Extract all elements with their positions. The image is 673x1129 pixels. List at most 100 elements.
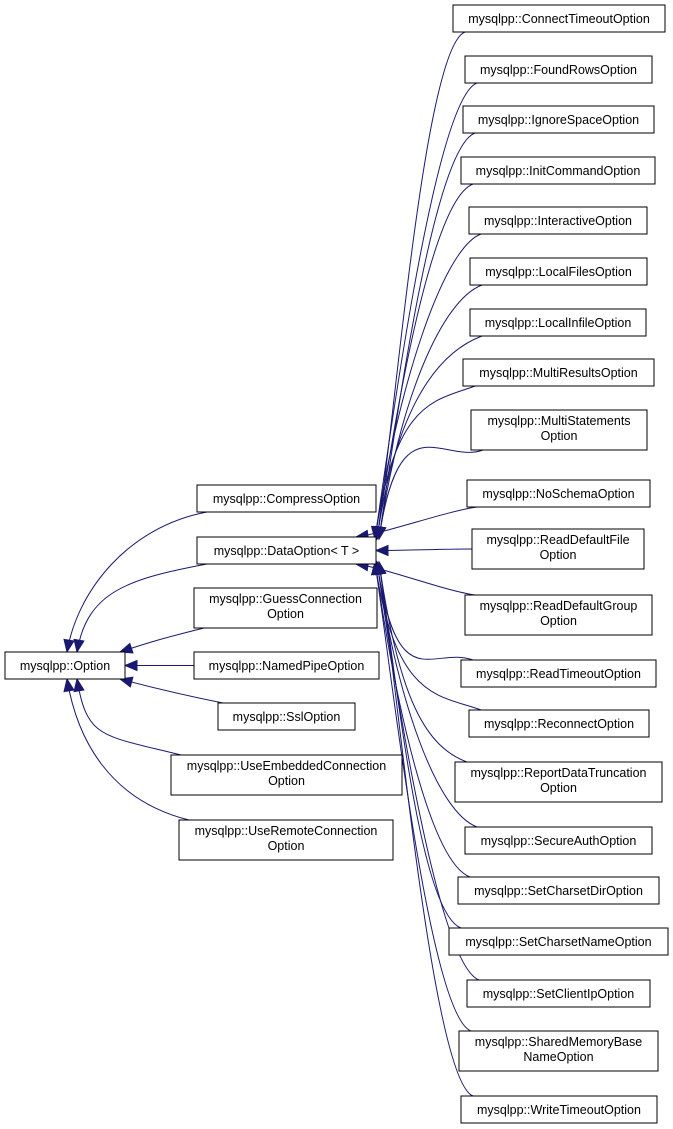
node-label: mysqlpp::SslOption [233, 710, 341, 724]
class-node-setcharsetname[interactable]: mysqlpp::SetCharsetNameOption [448, 927, 669, 956]
node-box [170, 754, 403, 796]
node-box [466, 479, 651, 508]
edge-line [119, 627, 205, 653]
node-box [464, 826, 653, 855]
class-node-reconnect[interactable]: mysqlpp::ReconnectOption [468, 709, 650, 738]
node-box [448, 927, 669, 956]
node-label: mysqlpp::CompressOption [213, 492, 360, 506]
node-label: mysqlpp::NoSchemaOption [482, 487, 634, 501]
class-node-noschema[interactable]: mysqlpp::NoSchemaOption [466, 479, 651, 508]
edge-line [374, 561, 472, 1032]
class-node-interactive[interactable]: mysqlpp::InteractiveOption [468, 206, 648, 235]
node-label: mysqlpp::ReportDataTruncation [470, 766, 646, 780]
class-node-setcharsetdir[interactable]: mysqlpp::SetCharsetDirOption [457, 876, 660, 905]
inheritance-edge-ignorespace-to-dataoption [375, 132, 476, 541]
inheritance-edge-useremote-to-option [63, 677, 190, 821]
inheritance-edge-reportdatatrunc-to-dataoption [375, 560, 468, 763]
node-box [466, 979, 651, 1008]
edge-line [378, 284, 483, 540]
class-node-compress[interactable]: mysqlpp::CompressOption [196, 484, 377, 513]
node-box [196, 536, 377, 565]
node-label: mysqlpp::ConnectTimeoutOption [468, 12, 650, 26]
node-label: mysqlpp::Option [20, 659, 110, 673]
edge-line [374, 385, 476, 540]
node-label: NameOption [523, 1050, 593, 1064]
inheritance-edge-ssl-to-option [118, 676, 224, 704]
node-box [464, 594, 653, 636]
edge-line [374, 561, 471, 878]
node-label: mysqlpp::NamedPipeOption [209, 659, 365, 673]
edge-line [376, 561, 480, 981]
node-box [452, 4, 666, 33]
node-box [460, 1095, 658, 1124]
edge-line [376, 31, 466, 540]
arrowhead-icon [63, 677, 75, 693]
edge-line [378, 561, 474, 1097]
class-node-writetimeout[interactable]: mysqlpp::WriteTimeoutOption [460, 1095, 658, 1124]
arrowhead-icon [375, 560, 387, 576]
node-label: mysqlpp::SecureAuthOption [481, 834, 637, 848]
class-node-foundrows[interactable]: mysqlpp::FoundRowsOption [464, 55, 653, 84]
class-node-namedpipe[interactable]: mysqlpp::NamedPipeOption [193, 651, 380, 680]
class-node-localinfile[interactable]: mysqlpp::LocalInfileOption [469, 308, 647, 337]
node-box [470, 409, 648, 451]
edge-line [374, 233, 482, 540]
node-box [458, 1030, 659, 1072]
node-label: mysqlpp::SetClientIpOption [483, 987, 635, 1001]
node-label: mysqlpp::ReconnectOption [484, 717, 634, 731]
node-box [193, 651, 380, 680]
edge-line [66, 511, 208, 653]
class-node-ignorespace[interactable]: mysqlpp::IgnoreSpaceOption [462, 105, 655, 134]
inheritance-edge-localfiles-to-dataoption [375, 284, 483, 541]
class-node-multiresults[interactable]: mysqlpp::MultiResultsOption [462, 358, 655, 387]
node-box [460, 156, 656, 185]
node-box [460, 659, 657, 688]
node-label: mysqlpp::ReadTimeoutOption [476, 667, 641, 681]
node-box [468, 206, 648, 235]
inheritance-edge-readdefaultfile-to-dataoption [374, 544, 473, 557]
class-node-secureauth[interactable]: mysqlpp::SecureAuthOption [464, 826, 653, 855]
inheritance-edge-dataoption-to-option [73, 563, 208, 654]
arrowhead-icon [63, 638, 75, 654]
edge-line [76, 678, 182, 756]
class-node-connecttimeout[interactable]: mysqlpp::ConnectTimeoutOption [452, 4, 666, 33]
edge-line [76, 563, 208, 653]
node-label: Option [268, 839, 305, 853]
node-label: Option [268, 774, 305, 788]
node-box [464, 55, 653, 84]
node-box [462, 105, 655, 134]
class-node-option[interactable]: mysqlpp::Option [4, 651, 126, 680]
edge-line [66, 678, 190, 821]
class-node-setclientip[interactable]: mysqlpp::SetClientIpOption [466, 979, 651, 1008]
class-node-ssl[interactable]: mysqlpp::SslOption [217, 702, 356, 731]
node-box [469, 308, 647, 337]
node-label: mysqlpp::SetCharsetDirOption [474, 884, 643, 898]
node-box [454, 761, 663, 803]
arrowhead-icon [123, 659, 138, 672]
node-box [468, 709, 650, 738]
inheritance-edge-guessconn-to-option [118, 627, 205, 654]
class-node-readtimeout[interactable]: mysqlpp::ReadTimeoutOption [460, 659, 657, 688]
edge-line [119, 678, 224, 704]
edge-line [374, 82, 478, 540]
class-node-localfiles[interactable]: mysqlpp::LocalFilesOption [469, 257, 648, 286]
node-box [457, 876, 660, 905]
nodes-layer: mysqlpp::Optionmysqlpp::CompressOptionmy… [4, 4, 669, 1124]
node-box [471, 528, 645, 570]
node-label: Option [541, 429, 578, 443]
edge-line [378, 561, 468, 763]
class-node-initcommand[interactable]: mysqlpp::InitCommandOption [460, 156, 656, 185]
arrowhead-icon [73, 677, 85, 693]
class-node-dataoption[interactable]: mysqlpp::DataOption< T > [196, 536, 377, 565]
edges-layer [63, 31, 484, 1097]
node-box [196, 484, 377, 513]
